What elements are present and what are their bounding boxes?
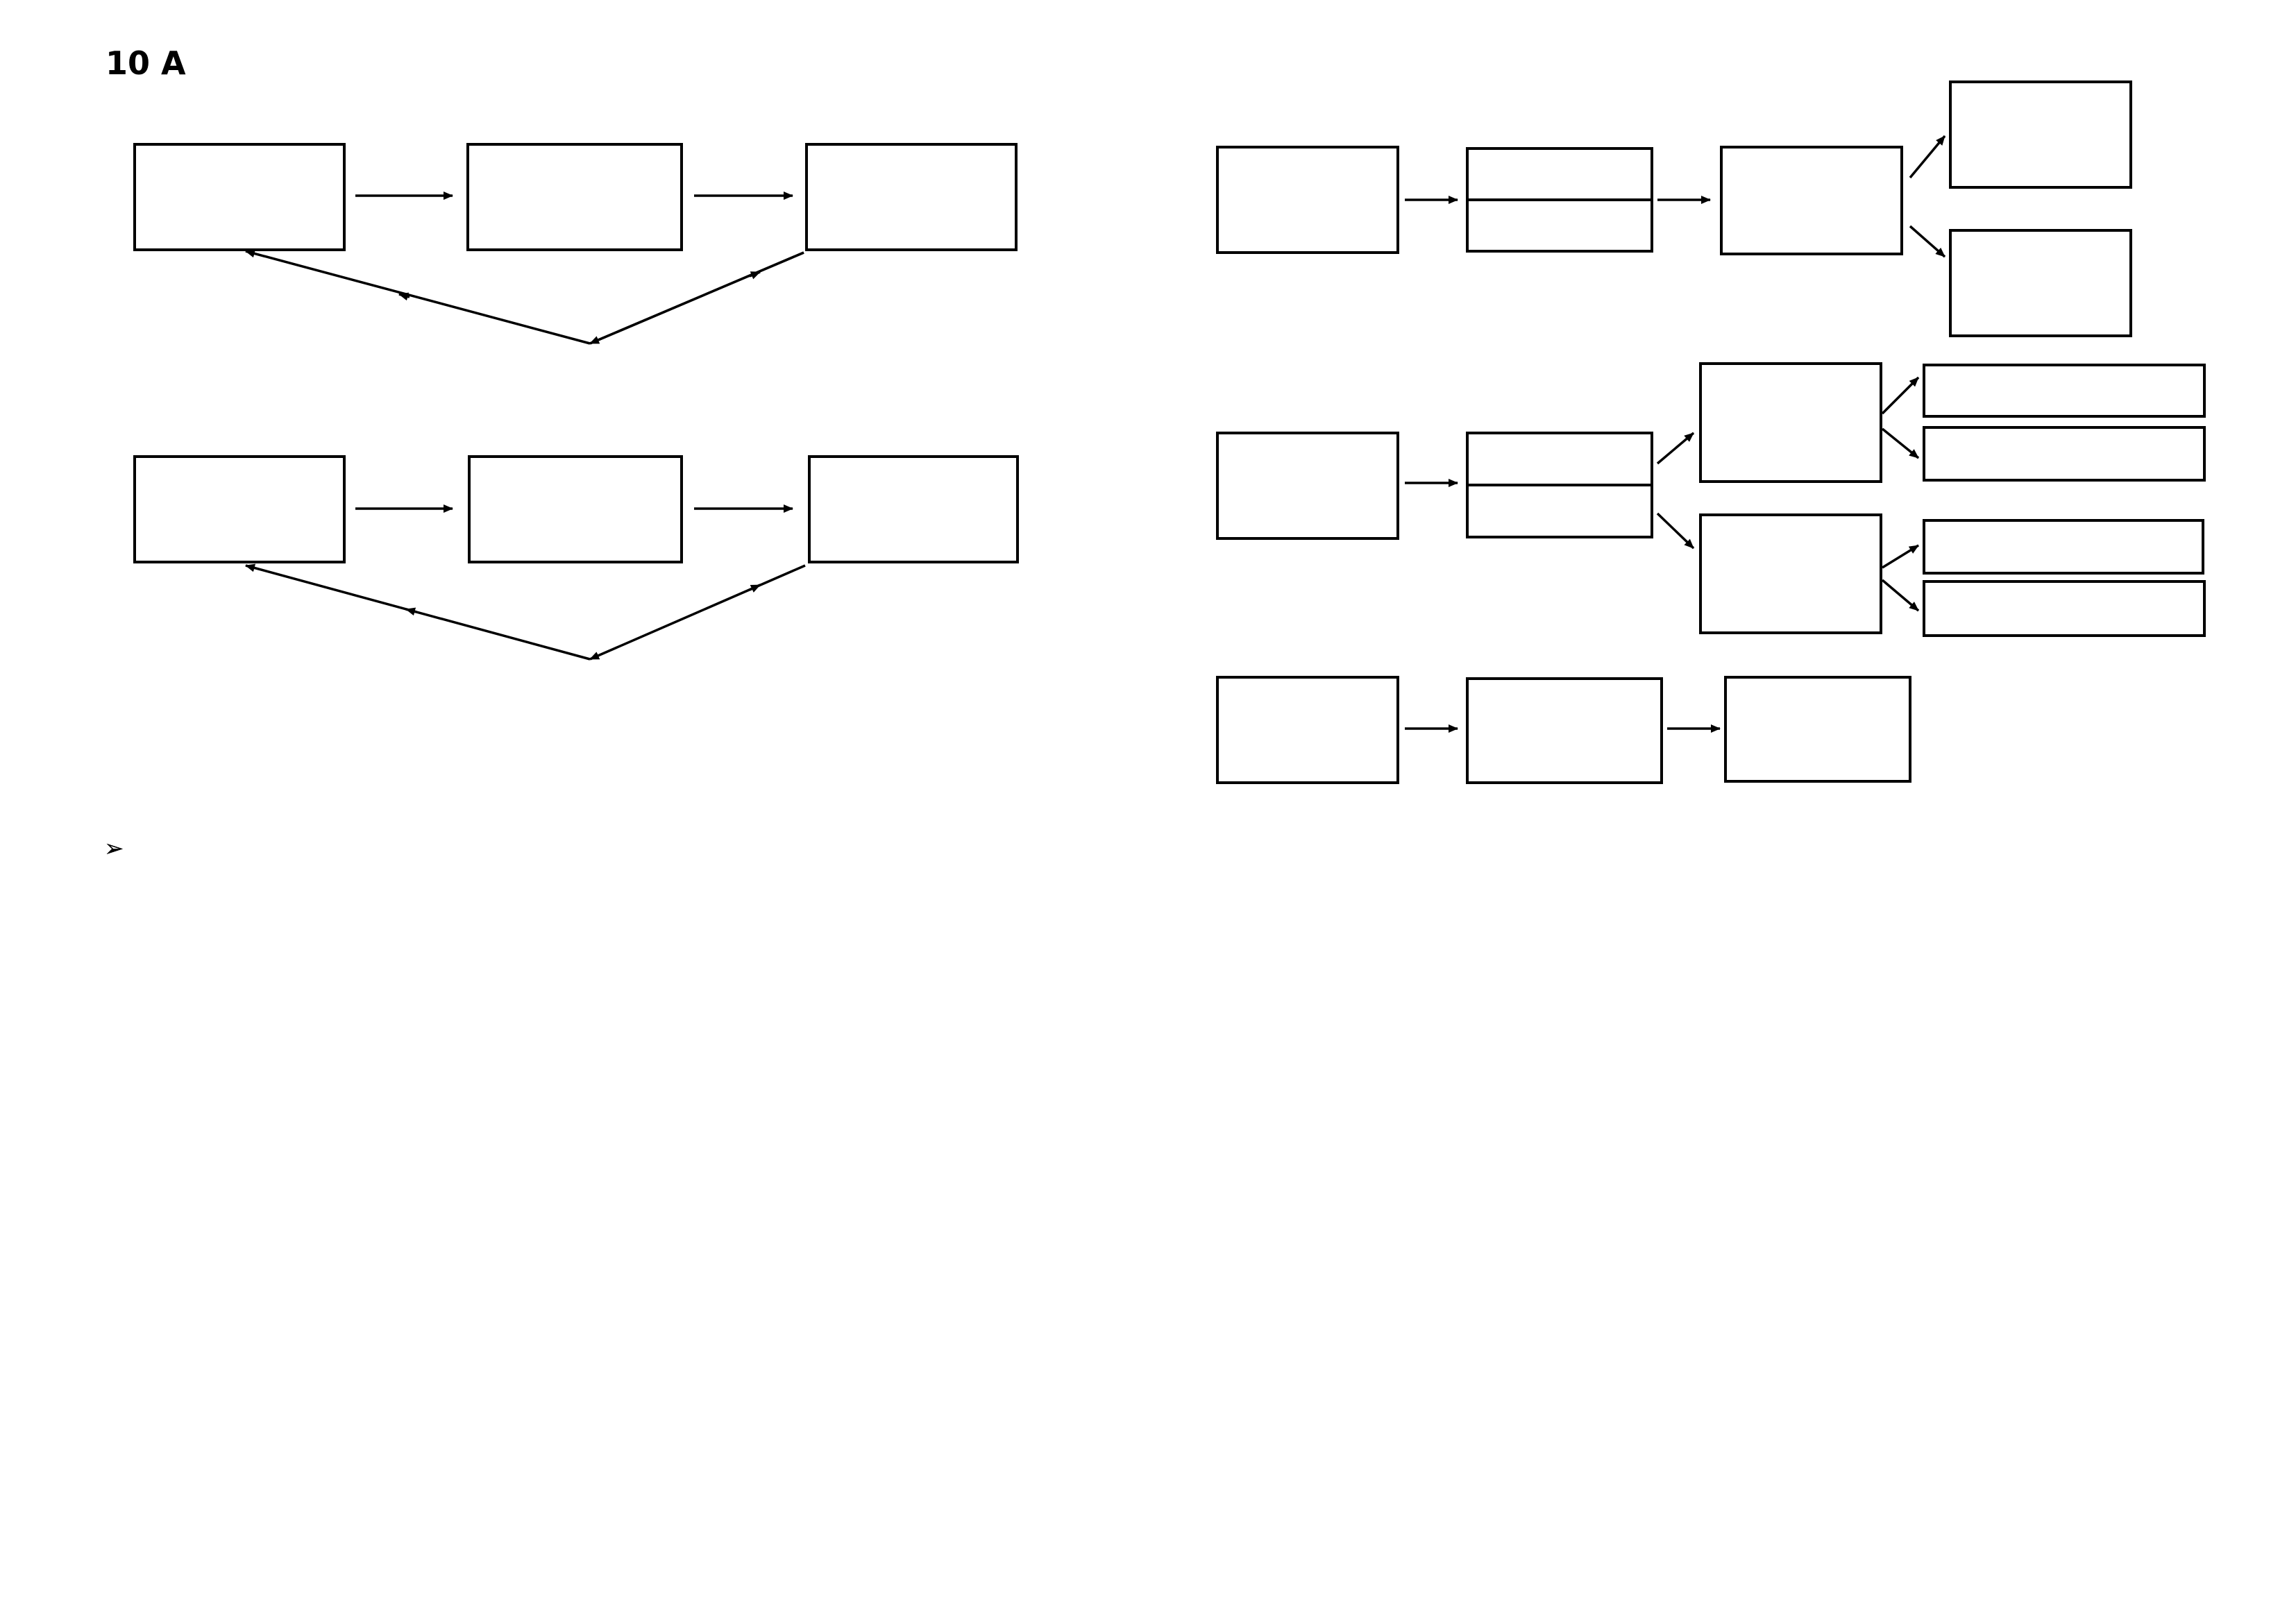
r2-box-a (1216, 432, 1399, 540)
d2-box-2 (468, 455, 683, 563)
r1-box-b-top (1469, 150, 1651, 198)
r1-box-a (1216, 146, 1399, 254)
r2-box-b-top (1469, 434, 1651, 484)
r3-box-a (1216, 676, 1399, 784)
r2-box-b-bottom (1469, 484, 1651, 536)
r3-box-b (1466, 677, 1663, 784)
d1-box-3 (805, 143, 1018, 251)
d2-box-3 (808, 455, 1019, 563)
d2-box-1 (133, 455, 346, 563)
r2-box-e (1923, 364, 2206, 418)
r1-box-b (1466, 147, 1653, 253)
r3-box-c (1724, 676, 1911, 783)
r2-box-h (1923, 580, 2206, 637)
r1-box-c (1720, 146, 1903, 255)
r1-box-e (1949, 229, 2132, 337)
page-label: 10 A (105, 44, 186, 82)
r2-box-b (1466, 432, 1653, 538)
r2-box-f (1923, 426, 2206, 482)
d1-box-2 (466, 143, 683, 251)
r2-box-g (1923, 519, 2204, 575)
r1-box-b-bottom (1469, 198, 1651, 250)
r2-box-d (1699, 513, 1882, 634)
r1-box-d (1949, 80, 2132, 189)
d1-box-1 (133, 143, 346, 251)
r2-box-c (1699, 362, 1882, 483)
